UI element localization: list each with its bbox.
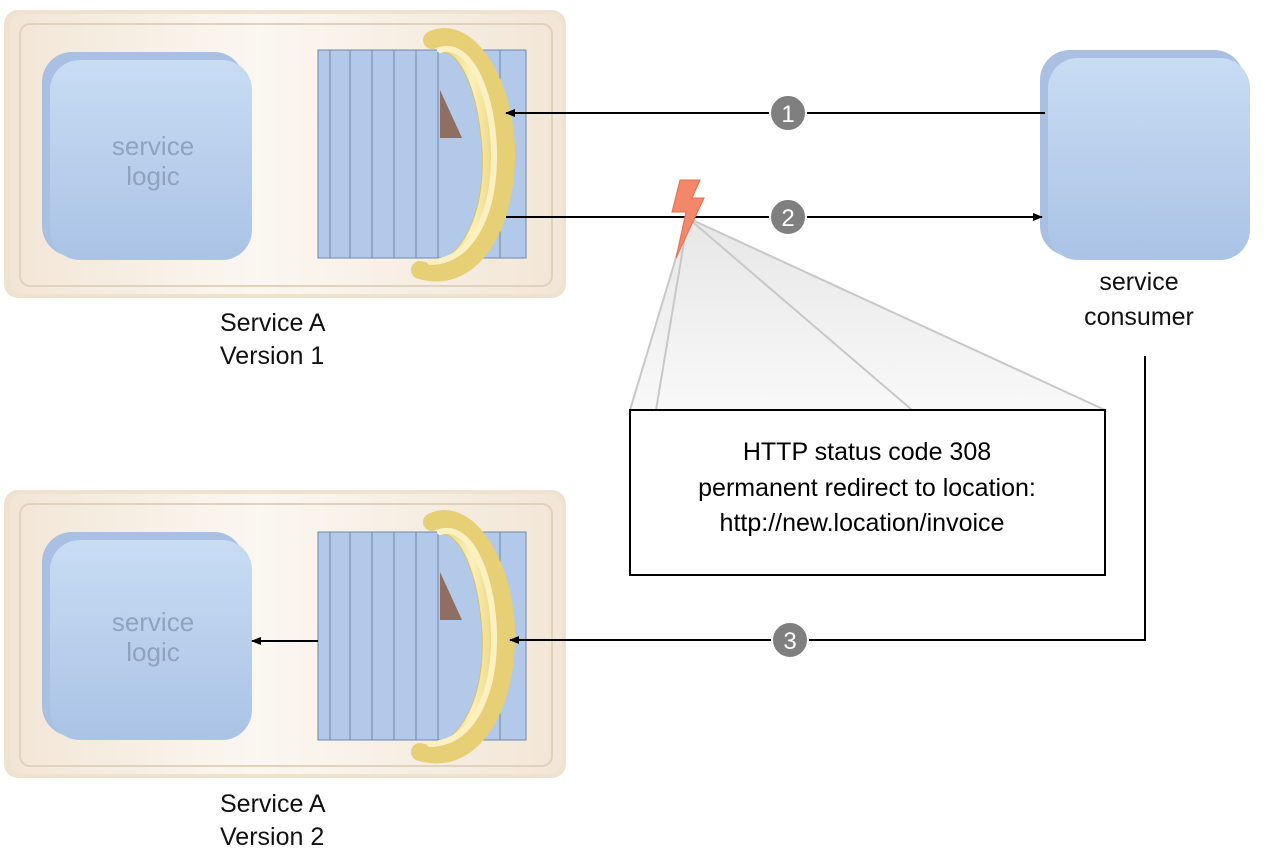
- callout-redirect-line: permanent redirect to location:: [698, 474, 1036, 502]
- step-number: 1: [781, 101, 794, 128]
- service-version-caption: Version 2: [220, 823, 324, 851]
- message-arrow-3: [509, 356, 1146, 644]
- service-version-caption: Version 1: [220, 342, 324, 370]
- service-logic-block: service logic: [42, 52, 252, 260]
- service-caption: Service A: [220, 790, 326, 818]
- service-logic-label: logic: [126, 637, 179, 667]
- service-a-version-1: service logic Service A Version 1: [4, 10, 566, 370]
- step-badge-2: 2: [769, 198, 807, 236]
- service-caption: Service A: [220, 309, 326, 337]
- service-logic-block: service logic: [42, 532, 252, 740]
- lightning-bolt-icon: [671, 179, 705, 259]
- endpoint-ring-icon: [411, 510, 516, 764]
- service-logic-label: service: [112, 131, 194, 161]
- callout-beam: [629, 217, 1106, 411]
- redirect-callout-box: HTTP status code 308 permanent redirect …: [629, 409, 1106, 576]
- callout-status-line: HTTP status code 308: [743, 438, 991, 466]
- service-consumer: service consumer: [1040, 50, 1250, 331]
- step-number: 3: [783, 628, 796, 655]
- step-badge-1: 1: [769, 94, 807, 132]
- endpoint-ring-icon: [411, 28, 516, 282]
- callout-location-line: http://new.location/invoice: [720, 509, 1005, 537]
- step-number: 2: [781, 205, 794, 232]
- service-logic-label: service: [112, 607, 194, 637]
- step-badge-3: 3: [771, 621, 809, 659]
- consumer-label: consumer: [1084, 303, 1194, 331]
- service-a-version-2: service logic Service A Version 2: [4, 490, 566, 851]
- service-logic-label: logic: [126, 161, 179, 191]
- consumer-label: service: [1099, 268, 1178, 296]
